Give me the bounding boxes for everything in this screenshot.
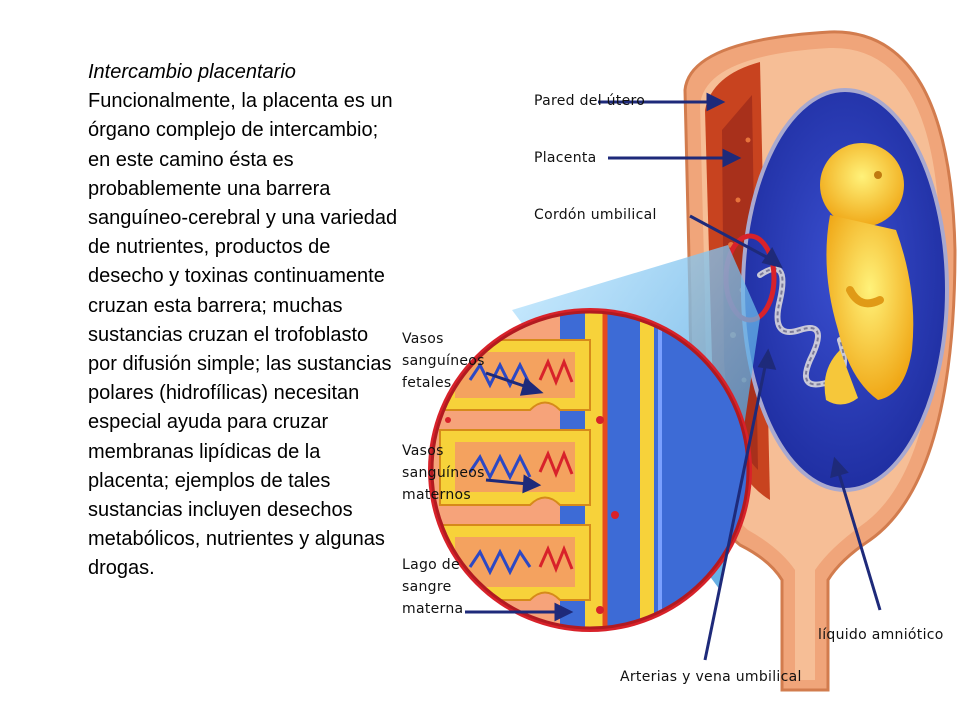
- label-vasos-maternos: Vasos sanguíneos maternos: [402, 443, 485, 503]
- label-arrows: [465, 92, 882, 661]
- text-block: Intercambio placentario Funcionalmente, …: [88, 58, 400, 584]
- label-placenta: Placenta: [534, 150, 597, 166]
- magnified-detail: [428, 308, 752, 632]
- section-body: Funcionalmente, la placenta es un órgano…: [88, 90, 398, 580]
- label-cordon-umbilical: Cordón umbilical: [534, 207, 657, 223]
- diagram-illustration: [428, 30, 957, 692]
- label-arterias-vena: Arterias y vena umbilical: [620, 669, 802, 685]
- fetus: [820, 143, 914, 405]
- placenta-diagram: Pared del útero Placenta Cordón umbilica…: [380, 20, 960, 720]
- label-vasos-fetales: Vasos sanguíneos fetales: [402, 331, 485, 391]
- label-pared-utero: Pared del útero: [534, 93, 646, 109]
- label-lago-sangre: Lago de sangre materna: [402, 557, 464, 617]
- label-liquido-amniotico: líquido amniótico: [818, 627, 944, 643]
- section-title: Intercambio placentario: [88, 61, 296, 83]
